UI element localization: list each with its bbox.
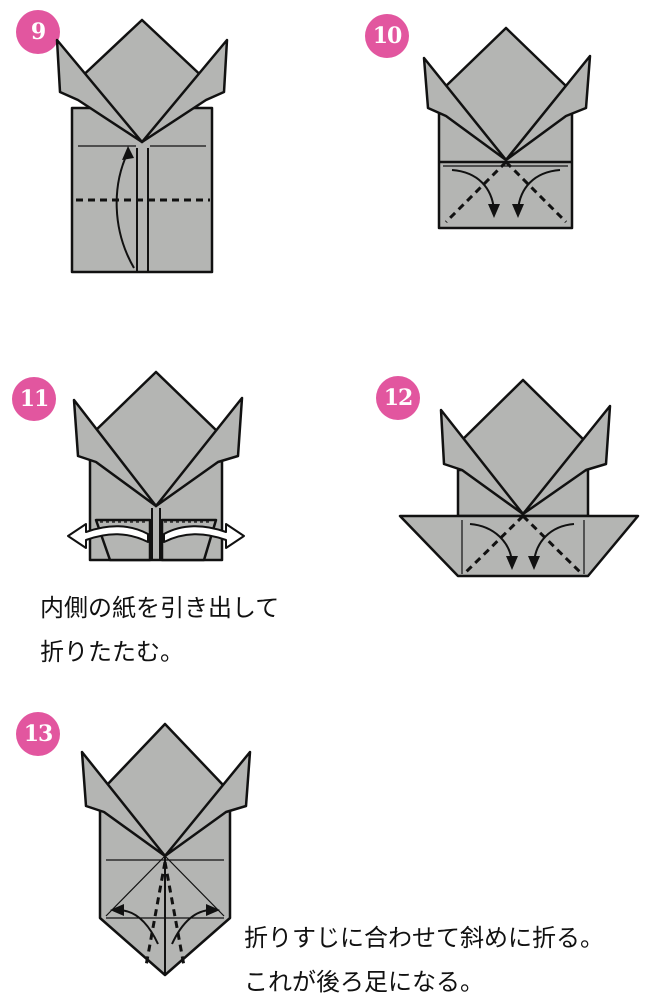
step-9-paper — [55, 18, 229, 274]
step-12-badge: 12 — [376, 376, 420, 420]
step-12-paper — [398, 378, 640, 578]
step-11-caption-line-2: 折りたたむ。 — [40, 638, 184, 666]
step-13-badge: 13 — [16, 712, 60, 756]
step-10-right-flap — [504, 54, 592, 162]
step-13-caption-line-2: これが後ろ足になる。 — [244, 968, 484, 996]
step-10-paper — [422, 26, 592, 230]
step-11-caption: 内側の紙を引き出して 折りたたむ。 — [40, 586, 279, 674]
step-11-right-pull-arrow — [163, 523, 245, 549]
step-11-lines — [100, 508, 212, 560]
step-10-badge: 10 — [365, 14, 409, 58]
step-13-caption: 折りすじに合わせて斜めに折る。 これが後ろ足になる。 — [244, 916, 604, 1000]
step-12-trapezoid — [398, 514, 640, 578]
step-11-left-pull-arrow — [67, 523, 149, 549]
step-9-lines — [76, 145, 210, 272]
step-11-badge: 11 — [12, 377, 56, 421]
step-13-paper — [80, 722, 252, 977]
step-11-pull-arrows — [67, 523, 245, 549]
step-13-lines — [105, 855, 225, 975]
step-12-left-flap — [439, 408, 525, 516]
step-11-left-flap — [72, 398, 158, 508]
step-9-fold-arrow — [115, 151, 135, 269]
step-11-right-flap — [154, 396, 244, 508]
step-13-right-flap — [163, 750, 252, 858]
step-13-left-flap — [80, 750, 167, 858]
step-9-left-flap — [55, 38, 144, 144]
step-10-lines — [443, 160, 568, 224]
step-10-left-flap — [422, 56, 508, 162]
step-13-caption-line-1: 折りすじに合わせて斜めに折る。 — [244, 924, 604, 952]
step-12-lines — [461, 514, 585, 574]
step-9-badge: 9 — [16, 10, 60, 54]
step-9-right-flap — [140, 38, 229, 144]
step-12-right-flap — [521, 404, 612, 516]
step-11-caption-line-1: 内側の紙を引き出して — [40, 594, 280, 622]
